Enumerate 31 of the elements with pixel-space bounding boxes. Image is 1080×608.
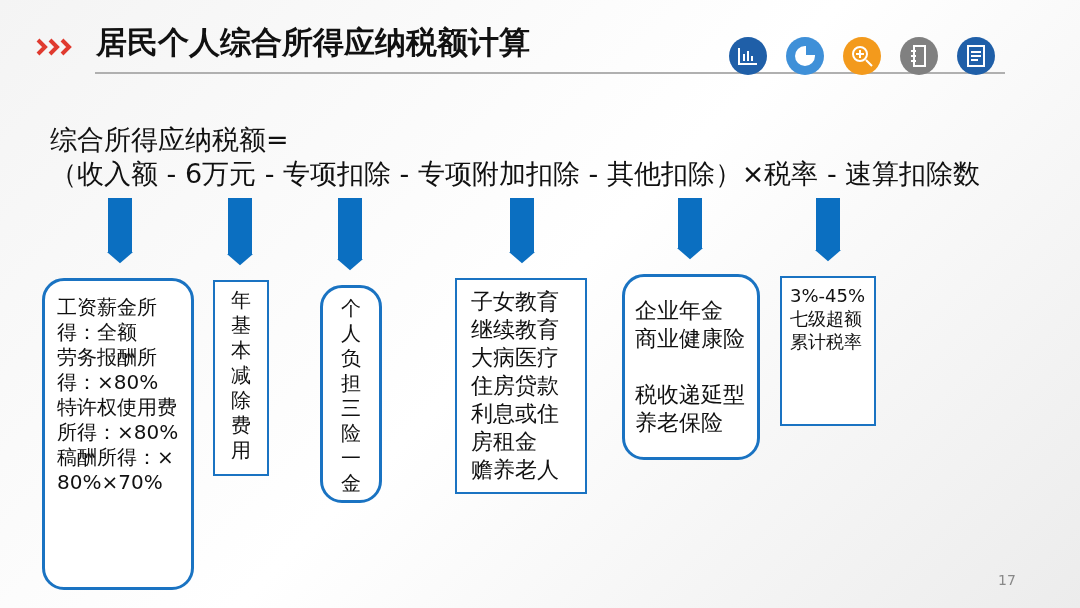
info-box bbox=[455, 278, 587, 494]
info-box bbox=[42, 278, 194, 590]
page-number: 17 bbox=[998, 572, 1016, 588]
arrow bbox=[107, 198, 133, 264]
info-box bbox=[622, 274, 760, 460]
item-text: 稿酬所得：×80%×70% bbox=[57, 445, 175, 495]
item-text: 企业年金 bbox=[635, 297, 724, 325]
info-box bbox=[320, 285, 382, 503]
info-box bbox=[780, 276, 876, 426]
item-text: 税收递延型养老保险 bbox=[635, 381, 746, 437]
item-text: 子女教育 bbox=[471, 288, 560, 316]
item-text: 工资薪金所得：全额 bbox=[57, 295, 158, 345]
slide-title: 居民个人综合所得应纳税额计算 bbox=[96, 23, 530, 62]
item-text: 赡养老人 bbox=[471, 456, 560, 484]
item-text: 住房贷款利息或住房租金 bbox=[471, 372, 560, 456]
arrow bbox=[227, 198, 253, 266]
item-text: 年基本减除费用 bbox=[231, 288, 251, 463]
arrow bbox=[815, 198, 841, 262]
item-text: 大病医疗 bbox=[471, 344, 560, 372]
info-box bbox=[213, 280, 269, 476]
item-text: 个人负担三险一金 bbox=[341, 296, 361, 496]
formula-text: （收入额 - 6万元 - 专项扣除 - 专项附加扣除 - 其他扣除）×税率 - 速算扣除数 bbox=[50, 157, 982, 191]
arrow bbox=[677, 198, 703, 260]
item-text: 商业健康险 bbox=[635, 325, 746, 353]
arrow bbox=[337, 198, 363, 271]
arrow bbox=[509, 198, 535, 264]
item-text: 3%-45%七级超额累计税率 bbox=[790, 284, 866, 353]
item-text: 劳务报酬所得：×80% bbox=[57, 345, 160, 395]
item-text: 继续教育 bbox=[471, 316, 560, 344]
item-text: 特许权使用费所得：×80% bbox=[57, 395, 180, 445]
formula-text: 综合所得应纳税额= bbox=[50, 123, 289, 157]
